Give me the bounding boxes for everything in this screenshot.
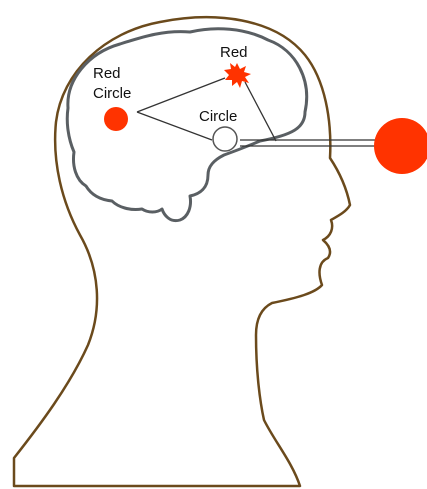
hollow-circle-concept [213,127,237,151]
red-starburst-concept [224,63,251,88]
connector-star-to-eye [245,82,276,141]
external-red-circle [374,118,427,174]
red-circle-label-line1: Red [93,65,121,82]
head-outline [14,17,350,486]
hollow-circle-label: Circle [199,108,237,125]
red-star-label: Red [220,44,248,61]
red-dot-concept [104,107,128,131]
brain-outline [67,29,306,221]
red-circle-label-line2: Circle [93,85,131,102]
connector-to-red-star [137,78,225,112]
